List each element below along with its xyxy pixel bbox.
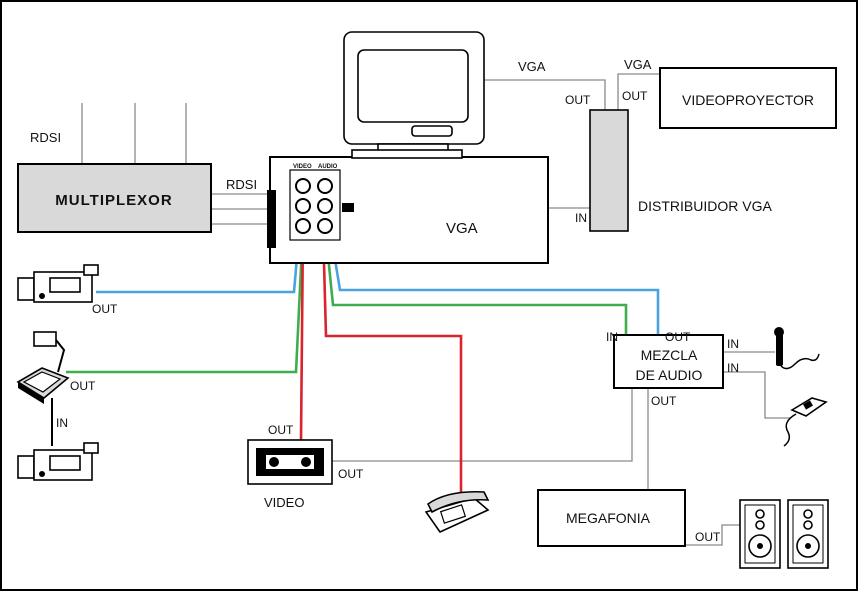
out-vcr-right-label: OUT <box>338 467 364 481</box>
megafonia-box <box>537 489 686 547</box>
in-camera2-label: IN <box>56 416 68 430</box>
vga-center-label: VGA <box>446 220 478 237</box>
mixer-line2-label: DE AUDIO <box>636 367 703 383</box>
speaker-icon <box>787 499 829 569</box>
video-camera-icon <box>17 264 99 303</box>
green-wires <box>66 225 628 374</box>
videoproyector-box <box>659 67 837 129</box>
vga-projector-label: VGA <box>624 57 652 72</box>
speaker-icon <box>739 499 781 569</box>
out-vcr-top-label: OUT <box>268 423 294 437</box>
video-camera-icon <box>17 442 99 481</box>
rdsi-side-label: RDSI <box>226 177 257 192</box>
gray-wires <box>81 73 790 546</box>
out-distrib-label: OUT <box>565 93 591 107</box>
vga-port <box>342 203 354 212</box>
mixer-box <box>613 334 724 389</box>
mixer-out-bottom-label: OUT <box>651 394 677 408</box>
distribuidor-label: DISTRIBUIDOR VGA <box>638 198 772 214</box>
mixer-in-left-label: IN <box>606 330 618 344</box>
videoproyector-label: VIDEOPROYECTOR <box>682 92 814 108</box>
multiplexor-label: MULTIPLEXOR <box>55 192 172 209</box>
tie-microphone-icon <box>783 397 828 447</box>
out-document-camera-label: OUT <box>70 379 96 393</box>
rdsi-top-label: RDSI <box>30 130 61 145</box>
codec-connector-bar <box>267 190 276 248</box>
out-speakers-label: OUT <box>695 530 721 544</box>
vcr-icon <box>247 439 333 485</box>
multiplexor-box <box>17 163 212 233</box>
megafonia-label: MEGAFONIA <box>566 510 651 526</box>
out-projector-label: OUT <box>622 89 648 103</box>
mixer-line1-label: MEZCLA <box>641 347 698 363</box>
vga-monitor-label: VGA <box>518 59 546 74</box>
out-camera1-label: OUT <box>92 302 118 316</box>
microphone-icon <box>774 327 820 370</box>
distribuidor-box <box>589 109 629 232</box>
mixer-in-mic-label: IN <box>727 337 739 351</box>
document-camera-icon <box>16 331 70 404</box>
av-connectors <box>295 178 333 234</box>
in-distrib-label: IN <box>575 211 587 225</box>
mixer-out-top-label: OUT <box>665 330 691 344</box>
video-header-label: VIDEO <box>293 164 312 170</box>
monitor-icon <box>343 31 485 159</box>
mixer-in-tie-label: IN <box>727 361 739 375</box>
video-label: VIDEO <box>264 495 304 510</box>
telephone-icon <box>424 490 490 534</box>
audio-header-label: AUDIO <box>318 164 338 170</box>
